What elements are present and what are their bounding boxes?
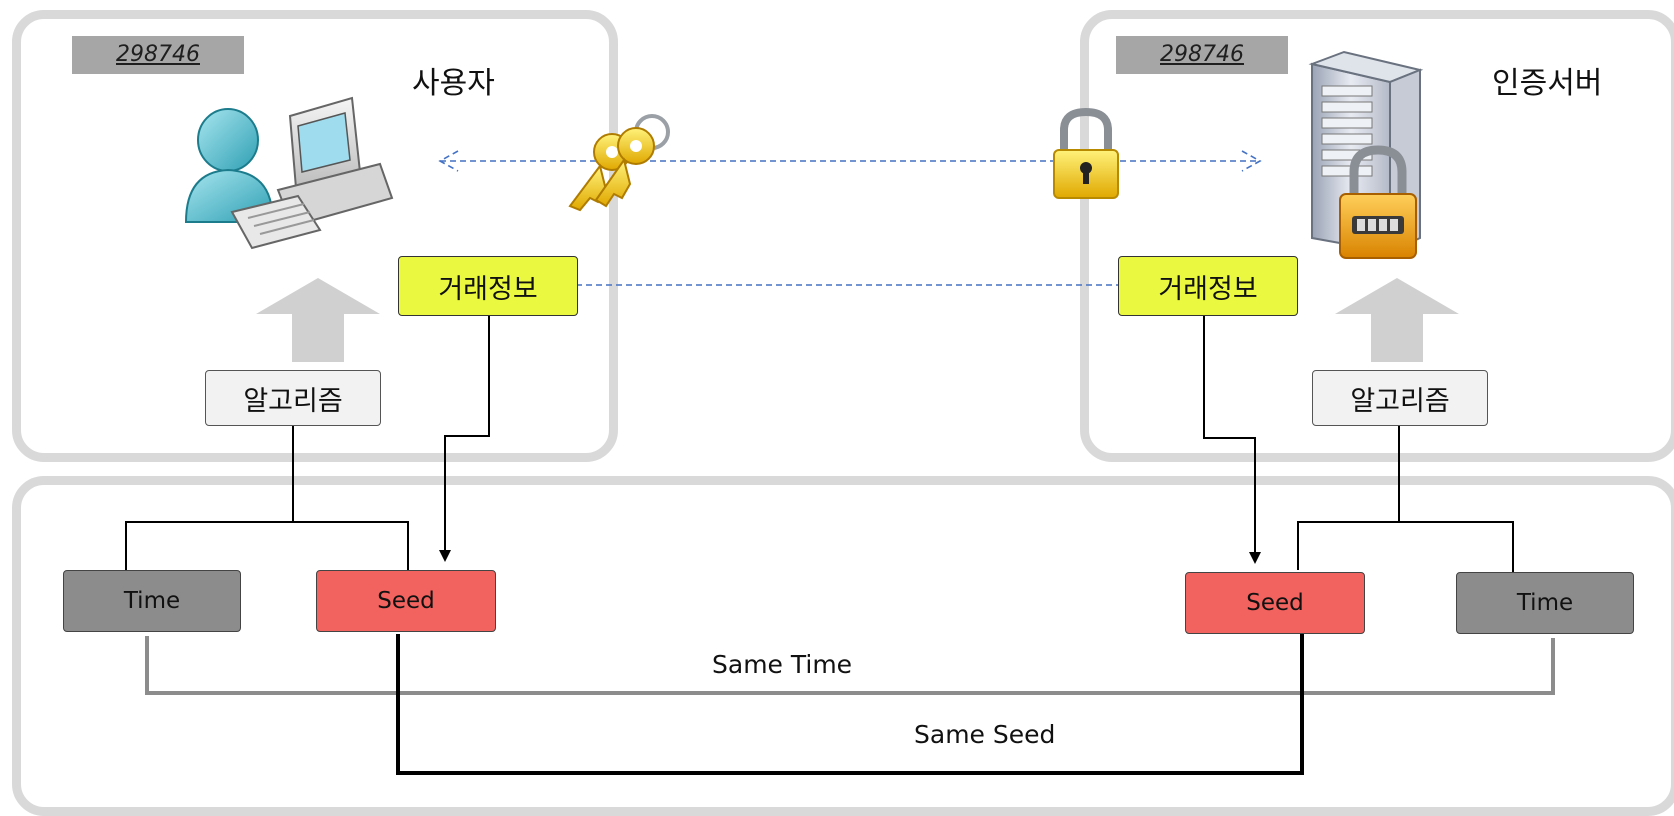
user-otp-code: 298746 [72,36,244,74]
server-otp-code: 298746 [1116,36,1288,74]
server-transaction-to-seed-line [1203,316,1261,564]
server-lock-icon [1308,50,1424,259]
server-time-box: Time [1456,572,1634,634]
server-algorithm-box: 알고리즘 [1312,370,1488,426]
same-time-line [145,636,1555,695]
user-up-arrow [256,278,380,362]
server-up-arrow [1335,278,1459,362]
padlock-icon [1053,107,1119,199]
seed-time-panel [12,476,1674,816]
channel-dashed-line [438,150,1262,286]
user-time-box: Time [63,570,241,632]
user-seed-box: Seed [316,570,496,632]
server-seed-box: Seed [1185,572,1365,634]
server-transaction-info-box: 거래정보 [1118,256,1298,316]
user-computer-icon [184,96,394,250]
same-time-label: Same Time [712,650,853,679]
user-transaction-info-box: 거래정보 [398,256,578,316]
user-title: 사용자 [412,66,495,101]
server-title: 인증서버 [1492,66,1603,101]
same-seed-line [396,630,1304,775]
user-transaction-to-seed-line [439,316,490,562]
user-algorithm-box: 알고리즘 [205,370,381,426]
same-seed-label: Same Seed [914,720,1056,749]
keys-icon [568,114,670,212]
